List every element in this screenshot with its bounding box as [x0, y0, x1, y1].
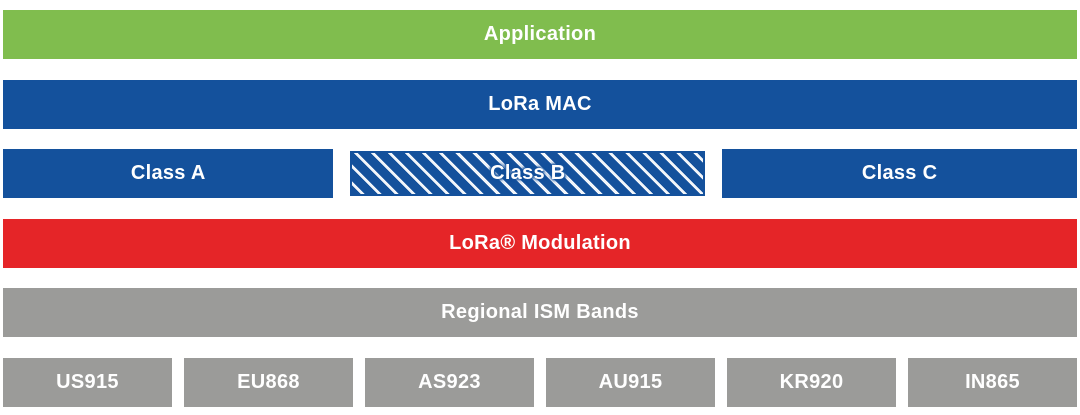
layer-class-b: Class B [348, 149, 708, 199]
ism-bands-row: Regional ISM Bands [3, 288, 1077, 338]
band-au915-label: AU915 [598, 370, 663, 393]
band-kr920: KR920 [727, 357, 896, 407]
device-classes-row: Class A Class B Class C [3, 149, 1077, 199]
lora-mac-row: LoRa MAC [3, 79, 1077, 129]
band-us915-label: US915 [56, 370, 119, 393]
layer-regional-ism-bands: Regional ISM Bands [3, 288, 1077, 338]
class-a-label: Class A [130, 162, 206, 185]
layer-lora-mac: LoRa MAC [3, 79, 1077, 129]
band-in865: IN865 [908, 357, 1077, 407]
class-c-label: Class C [861, 162, 938, 185]
layer-class-a: Class A [3, 149, 334, 199]
band-kr920-label: KR920 [779, 370, 844, 393]
application-label: Application [483, 23, 597, 45]
layer-lora-modulation: LoRa® Modulation [3, 218, 1077, 268]
layer-class-c: Class C [722, 149, 1077, 199]
band-as923-label: AS923 [418, 370, 481, 393]
band-us915: US915 [3, 357, 172, 407]
band-au915: AU915 [546, 357, 715, 407]
band-eu868: EU868 [184, 357, 353, 407]
class-b-label: Class B [490, 162, 566, 185]
regional-bands-row: US915 EU868 AS923 AU915 KR920 IN865 [3, 357, 1077, 407]
lora-modulation-label: LoRa® Modulation [449, 231, 631, 254]
regional-ism-bands-label: Regional ISM Bands [441, 301, 639, 324]
application-row: Application [3, 10, 1077, 59]
band-eu868-label: EU868 [237, 370, 300, 393]
band-as923: AS923 [365, 357, 534, 407]
modulation-row: LoRa® Modulation [3, 218, 1077, 268]
lora-mac-label: LoRa MAC [488, 92, 592, 115]
layer-application: Application [3, 10, 1077, 59]
band-in865-label: IN865 [965, 370, 1020, 393]
